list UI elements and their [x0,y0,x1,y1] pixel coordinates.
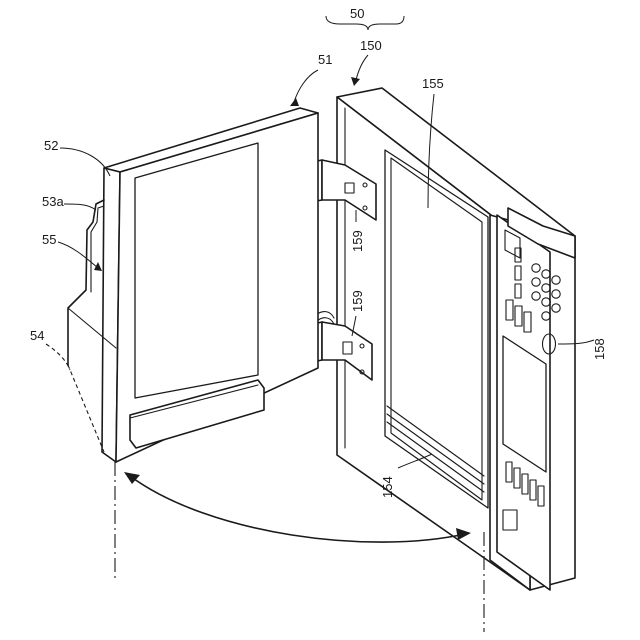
label-52: 52 [44,138,58,153]
tray-hidden-edge [68,365,104,452]
cover-pad [135,143,258,398]
leader-150-arrow [351,77,360,86]
label-50: 50 [350,6,364,21]
label-155: 155 [422,76,444,91]
group-bracket [326,16,404,30]
leader-51 [294,70,318,102]
label-154: 154 [380,476,395,498]
document-cover [102,108,318,462]
label-53a: 53a [42,194,64,209]
label-158: 158 [592,338,607,360]
leader-55-arrow [94,262,102,271]
leader-55 [58,242,98,268]
leader-54 [46,344,70,370]
leader-150 [356,55,368,80]
label-51: 51 [318,52,332,67]
leader-53a [64,204,96,210]
label-54: 54 [30,328,44,343]
leader-52 [60,148,110,176]
label-159-lower: 159 [350,290,365,312]
tray-outline [68,200,104,365]
label-159-upper: 159 [350,230,365,252]
label-55: 55 [42,232,56,247]
label-150: 150 [360,38,382,53]
